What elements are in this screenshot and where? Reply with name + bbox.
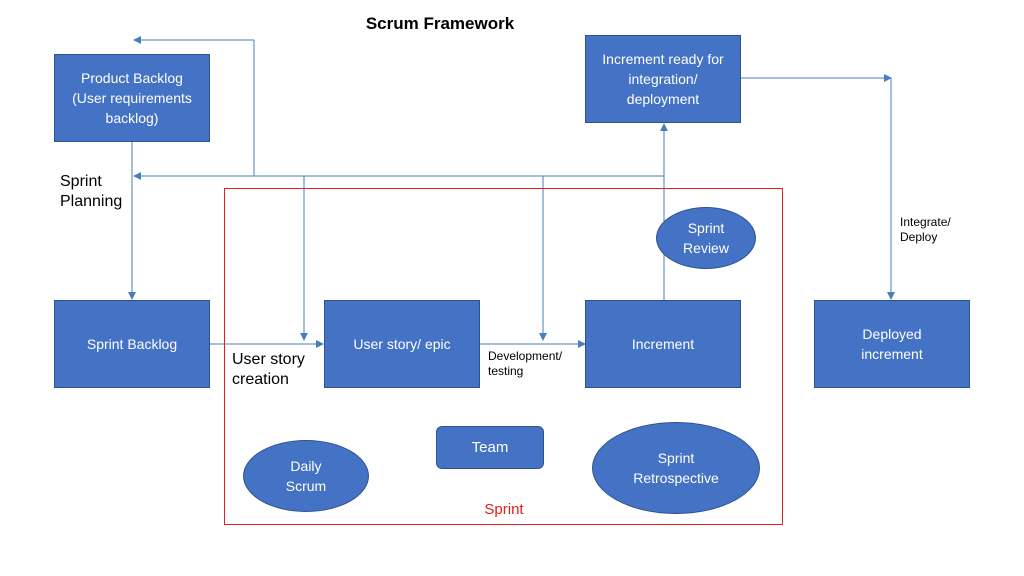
sprint-boundary bbox=[224, 188, 783, 525]
sprint-planning-label: Sprint Planning bbox=[60, 173, 123, 210]
user-story-creation-label: User story creation bbox=[232, 351, 305, 388]
daily-scrum-oval: Daily Scrum bbox=[243, 440, 369, 512]
sprint-backlog-box: Sprint Backlog bbox=[54, 300, 210, 388]
deployed-increment-box: Deployed increment bbox=[814, 300, 970, 388]
sprint-label: Sprint bbox=[484, 501, 524, 518]
increment-box: Increment bbox=[585, 300, 741, 388]
sprint-retrospective-oval: Sprint Retrospective bbox=[592, 422, 760, 514]
team-box: Team bbox=[436, 426, 544, 469]
integrate-deploy-label: Integrate/ Deploy bbox=[900, 215, 951, 244]
development-testing-label: Development/ testing bbox=[488, 349, 563, 378]
user-story-epic-box: User story/ epic bbox=[324, 300, 480, 388]
diagram-title: Scrum Framework bbox=[365, 14, 515, 33]
product-backlog-box: Product Backlog (User requirements backl… bbox=[54, 54, 210, 142]
sprint-review-oval: Sprint Review bbox=[656, 207, 756, 269]
increment-ready-box: Increment ready for integration/ deploym… bbox=[585, 35, 741, 123]
